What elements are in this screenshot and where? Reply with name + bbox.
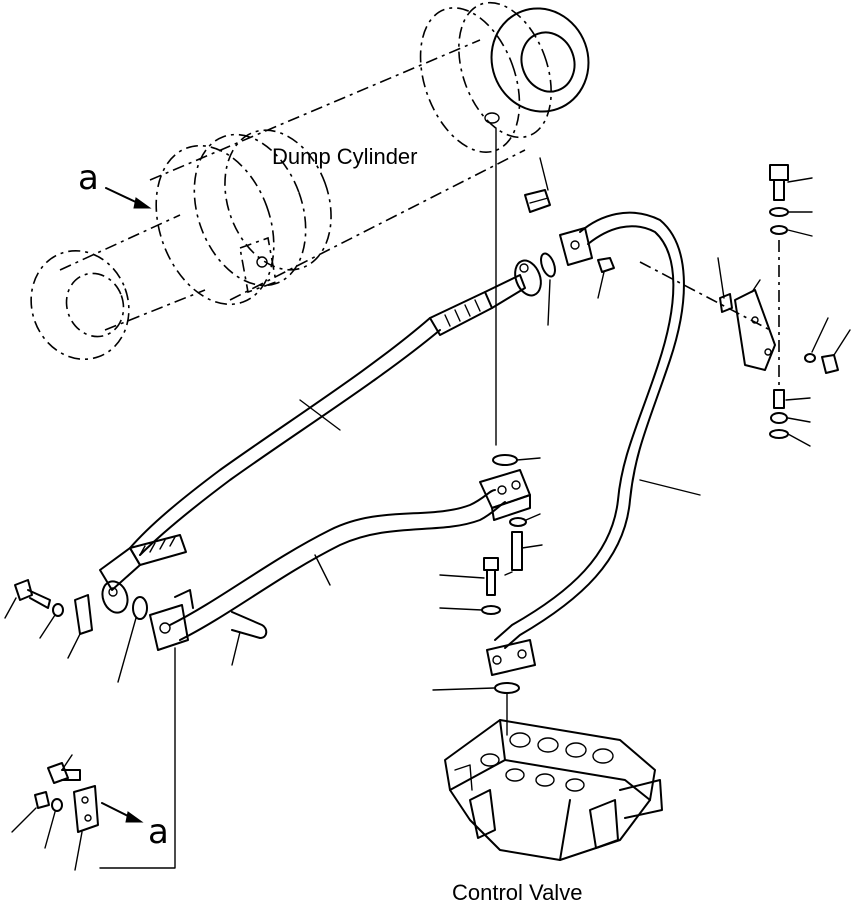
ref-label-a-bottom: a <box>148 812 169 852</box>
nuts-right <box>804 317 851 374</box>
control-valve <box>444 719 663 861</box>
ref-arrow-a-top <box>105 187 152 209</box>
lower-left-bracket <box>11 754 99 871</box>
bottom-pipe <box>149 469 531 651</box>
center-bolts <box>439 513 543 615</box>
control-valve-label: Control Valve <box>452 880 583 905</box>
right-bracket <box>717 257 776 371</box>
left-hardware <box>4 579 268 683</box>
hose-assembly <box>99 259 542 614</box>
ref-label-a-top: a <box>78 158 99 198</box>
leader-bottom-pipe <box>314 554 331 586</box>
leader-o-ring-block <box>516 457 541 461</box>
right-pipe <box>486 211 685 676</box>
assembly-line-right <box>639 261 771 331</box>
nut-upper <box>597 257 615 299</box>
bolt-stack-bottom <box>769 389 811 447</box>
bolt-stack-top <box>769 164 813 390</box>
leader-o-ring-valve <box>432 687 495 691</box>
leader-hose <box>299 399 341 431</box>
o-ring-block <box>492 454 518 466</box>
leader-o-ring-upper <box>547 279 551 326</box>
split-flange-upper <box>524 157 551 213</box>
o-ring-valve <box>494 682 520 694</box>
leader-flange-down <box>99 647 176 869</box>
o-ring-upper <box>540 252 556 278</box>
ref-arrow-a-bottom <box>101 802 144 823</box>
dump-cylinder-label: Dump Cylinder <box>272 144 418 169</box>
leader-right-pipe <box>639 479 701 496</box>
dump-cylinder <box>30 1 590 361</box>
